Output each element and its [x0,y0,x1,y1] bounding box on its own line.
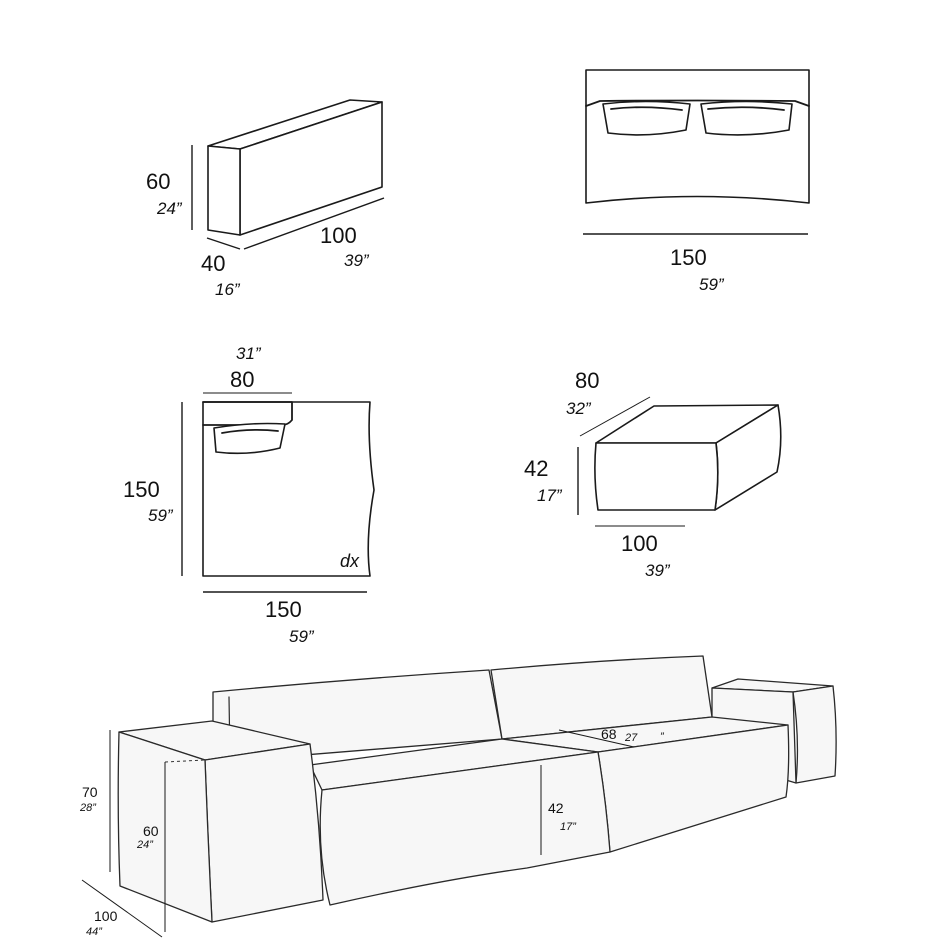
pouf-module: 80 32” 42 17” 100 39” [524,368,782,580]
sofa-top-outline [585,69,810,204]
sofa-top-backrest-line [585,99,810,107]
backrest-right [490,655,713,740]
armrest-height-in: 24” [156,199,183,218]
sofa-cushion-left [602,100,691,136]
armrest-height-cm: 60 [146,169,170,194]
armrest-depth-in: 16” [215,280,241,299]
overall-height-in: 28” [79,802,97,814]
right-armrest-front [792,685,837,784]
seat-height-cm: 42 [548,800,564,816]
overall-depth-cm: 100 [94,908,118,924]
overall-depth-line [81,879,163,938]
chaise-back-in: 31” [236,344,262,363]
chaise-depth-cm: 150 [123,477,160,502]
chaise-width-in: 59” [289,627,315,646]
seat-left-front [319,751,611,906]
sofa-cushion-right [700,100,793,136]
pouf-depth-cm: 80 [575,368,599,393]
sofa-cushion-right-crease [707,106,785,111]
sofa-top-view: 150 59” [583,69,810,294]
seat-depth-in-mark: ” [660,731,665,743]
left-armrest-front [204,743,324,923]
chaise-top-view: 31” 80 150 59” dx 150 59” [123,344,375,646]
armrest-length-cm: 100 [320,223,357,248]
seat-height-in: 17” [560,821,577,833]
chaise-back-cm: 80 [230,367,254,392]
pouf-width-cm: 100 [621,531,658,556]
arm-height-in: 24” [136,839,154,851]
seat-depth-in-value: 27 [624,732,638,744]
armrest-length-line [243,197,385,250]
overall-height-cm: 70 [82,784,98,800]
pouf-height-cm: 42 [524,456,548,481]
seat-depth-cm: 68 [601,726,617,742]
sofa-composition: 70 28” 60 24” 100 44” 42 17” 68 27 ” [79,655,837,938]
chaise-depth-in: 59” [148,506,174,525]
chaise-cushion [213,422,286,455]
seat-depth-line [558,729,635,748]
armrest-length-in: 39” [344,251,370,270]
sofa-width-cm: 150 [670,245,707,270]
pouf-front-face [594,442,719,511]
armrest-depth-line [206,237,241,250]
armrest-depth-cm: 40 [201,251,225,276]
sofa-width-in: 59” [699,275,725,294]
pouf-height-in: 17” [537,486,563,505]
pouf-depth-line [579,396,651,437]
armrest-side-face [207,145,241,236]
chaise-side-tag: dx [340,551,360,571]
arm-height-cm: 60 [143,823,159,839]
chaise-cushion-crease [221,428,279,434]
armrest-module: 60 24” 40 16” 100 39” [146,99,385,299]
sofa-cushion-left-crease [610,106,683,111]
pouf-depth-in: 32” [566,399,592,418]
arm-height-top-guide [164,759,206,763]
pouf-width-in: 39” [645,561,671,580]
chaise-width-cm: 150 [265,597,302,622]
overall-depth-in: 44” [86,926,103,938]
